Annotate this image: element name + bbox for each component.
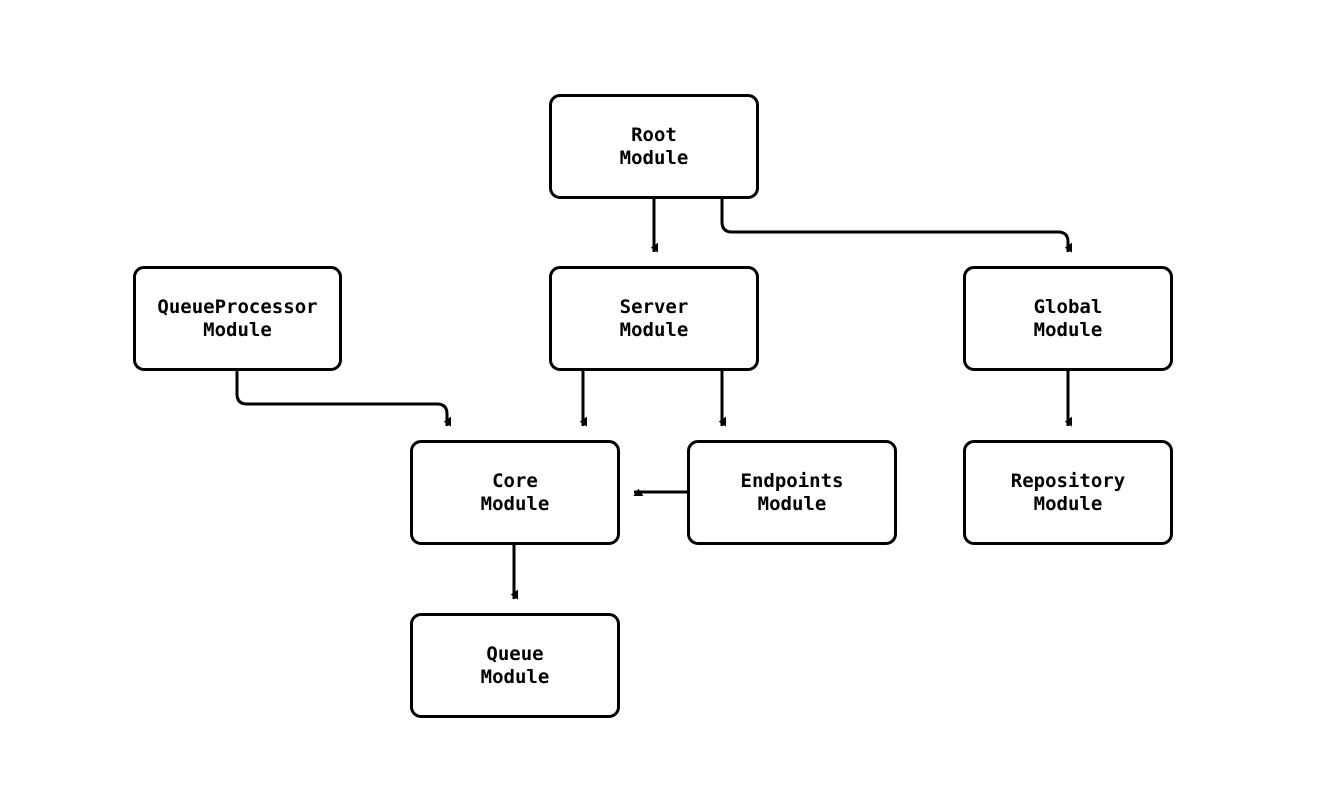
node-label-primary: Root <box>631 123 677 146</box>
node-label-primary: Endpoints <box>740 469 844 492</box>
edge-root-to-global <box>720 199 1072 253</box>
node-label-secondary: Module <box>1033 492 1103 515</box>
node-label-primary: Server <box>619 295 689 318</box>
node-label-primary: QueueProcessor <box>157 295 318 318</box>
node-label-secondary: Module <box>203 318 272 341</box>
node-label-secondary: Module <box>757 492 827 515</box>
node-label-primary: Repository <box>1010 469 1126 492</box>
node-label-secondary: Module <box>1033 318 1103 341</box>
edge-queueprocessor-to-core <box>235 371 451 427</box>
node-label-secondary: Module <box>619 146 689 169</box>
node-label-secondary: Module <box>480 665 550 688</box>
node-label-primary: Core <box>492 469 538 492</box>
node-label-secondary: Module <box>619 318 689 341</box>
node-label-secondary: Module <box>480 492 550 515</box>
node-label-primary: Global <box>1033 295 1103 318</box>
edge-group <box>235 199 1072 600</box>
node-label-primary: Queue <box>486 642 544 665</box>
